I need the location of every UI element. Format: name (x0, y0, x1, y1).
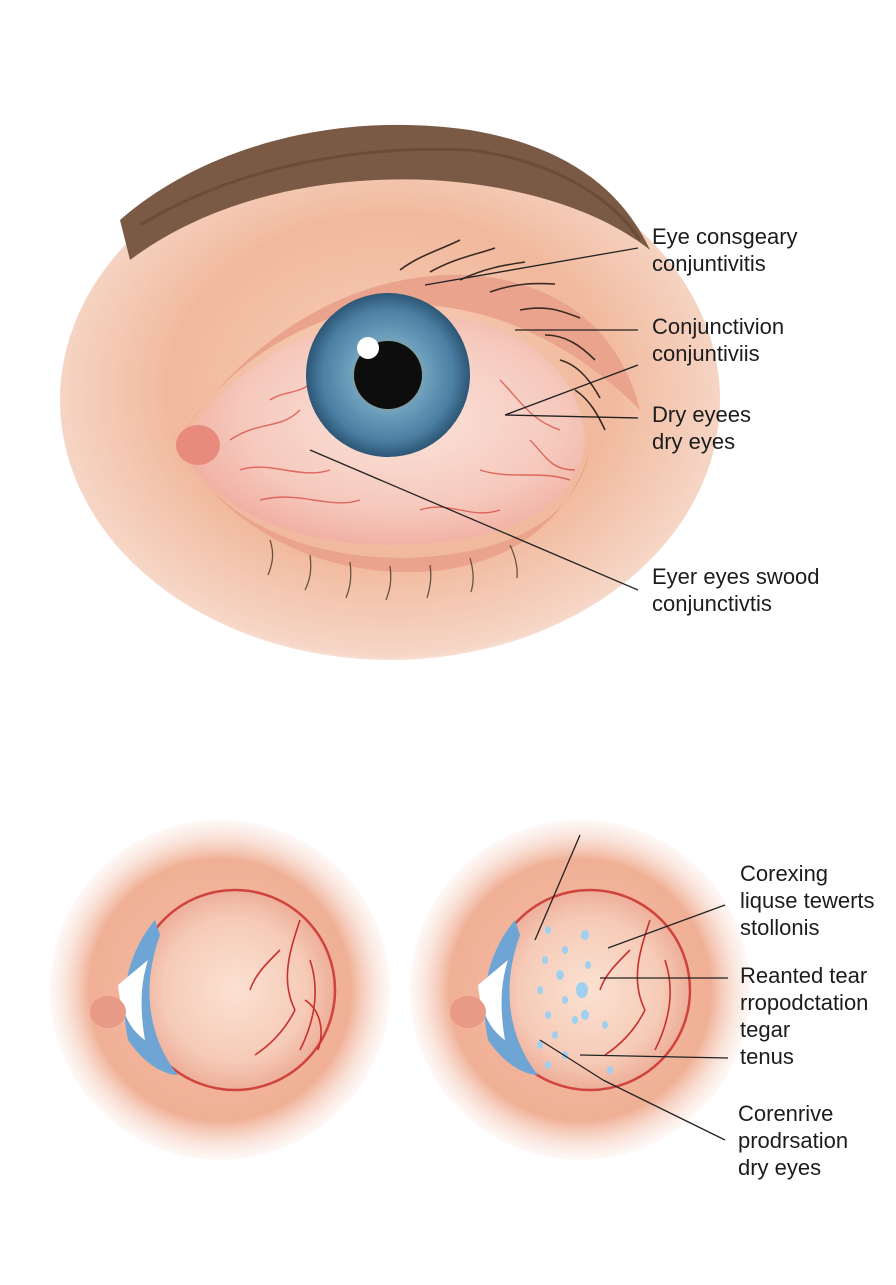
label-line: dry eyes (652, 429, 736, 454)
label-eyer-eyes-swood: Eyer eyes swood conjunctivtis (652, 563, 820, 617)
label-line: rropodctation (740, 990, 869, 1015)
label-conjunctivion: Conjunctivion conjuntiviis (652, 313, 784, 367)
bottom-left-vessels (249, 919, 322, 1056)
bottom-left-eye (50, 820, 390, 1160)
label-line: conjunctivtis (652, 591, 772, 616)
label-line: Corenrive (738, 1101, 834, 1126)
upper-eyelid (175, 274, 640, 445)
leader-line (534, 834, 581, 941)
leader-line (424, 247, 639, 286)
lower-eyelashes (267, 539, 518, 601)
leader-line (539, 1039, 604, 1081)
bottom-left-eyeball (135, 890, 335, 1090)
label-line: stollonis (740, 915, 820, 940)
leader-line (602, 1079, 726, 1141)
bottom-left-lid-white (118, 960, 148, 1040)
label-line: prodrsation (738, 1128, 849, 1153)
leader-line (579, 1054, 729, 1059)
leader-line (504, 414, 639, 419)
label-line: Eyer eyes swood (652, 564, 820, 589)
lower-eyelid (180, 450, 590, 573)
bottom-right-lid-blue (484, 920, 538, 1075)
label-line: tegar (740, 1017, 791, 1042)
label-corexing: Corexing liquse tewerts stollonis (740, 860, 875, 941)
tear-duct (176, 425, 220, 465)
label-line: Conjunctivion (652, 314, 785, 339)
label-line: dry eyes (738, 1155, 822, 1180)
tear-droplets (537, 926, 613, 1074)
label-eye-consgeary: Eye consgeary conjuntivitis (652, 223, 798, 277)
label-line: Dry eyees (652, 402, 752, 427)
label-line: conjuntiviis (652, 341, 760, 366)
label-dry-eyees: Dry eyees dry eyes (652, 401, 751, 455)
leader-lines (309, 247, 729, 1141)
bottom-left-caruncle (90, 996, 126, 1028)
bottom-left-lid-blue (124, 920, 178, 1075)
label-line: Reanted tear (740, 963, 868, 988)
bottom-right-eye (410, 820, 750, 1160)
bottom-right-lid-white (478, 960, 508, 1040)
leader-line (309, 449, 639, 591)
light-reflection (357, 337, 379, 359)
leader-line (504, 364, 639, 416)
label-corenrive: Corenrive prodrsation dry eyes (738, 1100, 848, 1181)
label-line: liquse tewerts (740, 888, 875, 913)
label-line: Eye consgeary (652, 224, 798, 249)
leader-line (607, 904, 726, 949)
bottom-right-caruncle (450, 996, 486, 1028)
upper-eyelashes (399, 239, 606, 431)
label-reanted-tear: Reanted tear rropodctation tegar tenus (740, 962, 868, 1070)
label-line: tenus (740, 1044, 794, 1069)
label-line: Corexing (740, 861, 829, 886)
label-line: conjuntivitis (652, 251, 766, 276)
bottom-right-vessels (599, 919, 671, 1056)
top-eye (60, 124, 720, 660)
